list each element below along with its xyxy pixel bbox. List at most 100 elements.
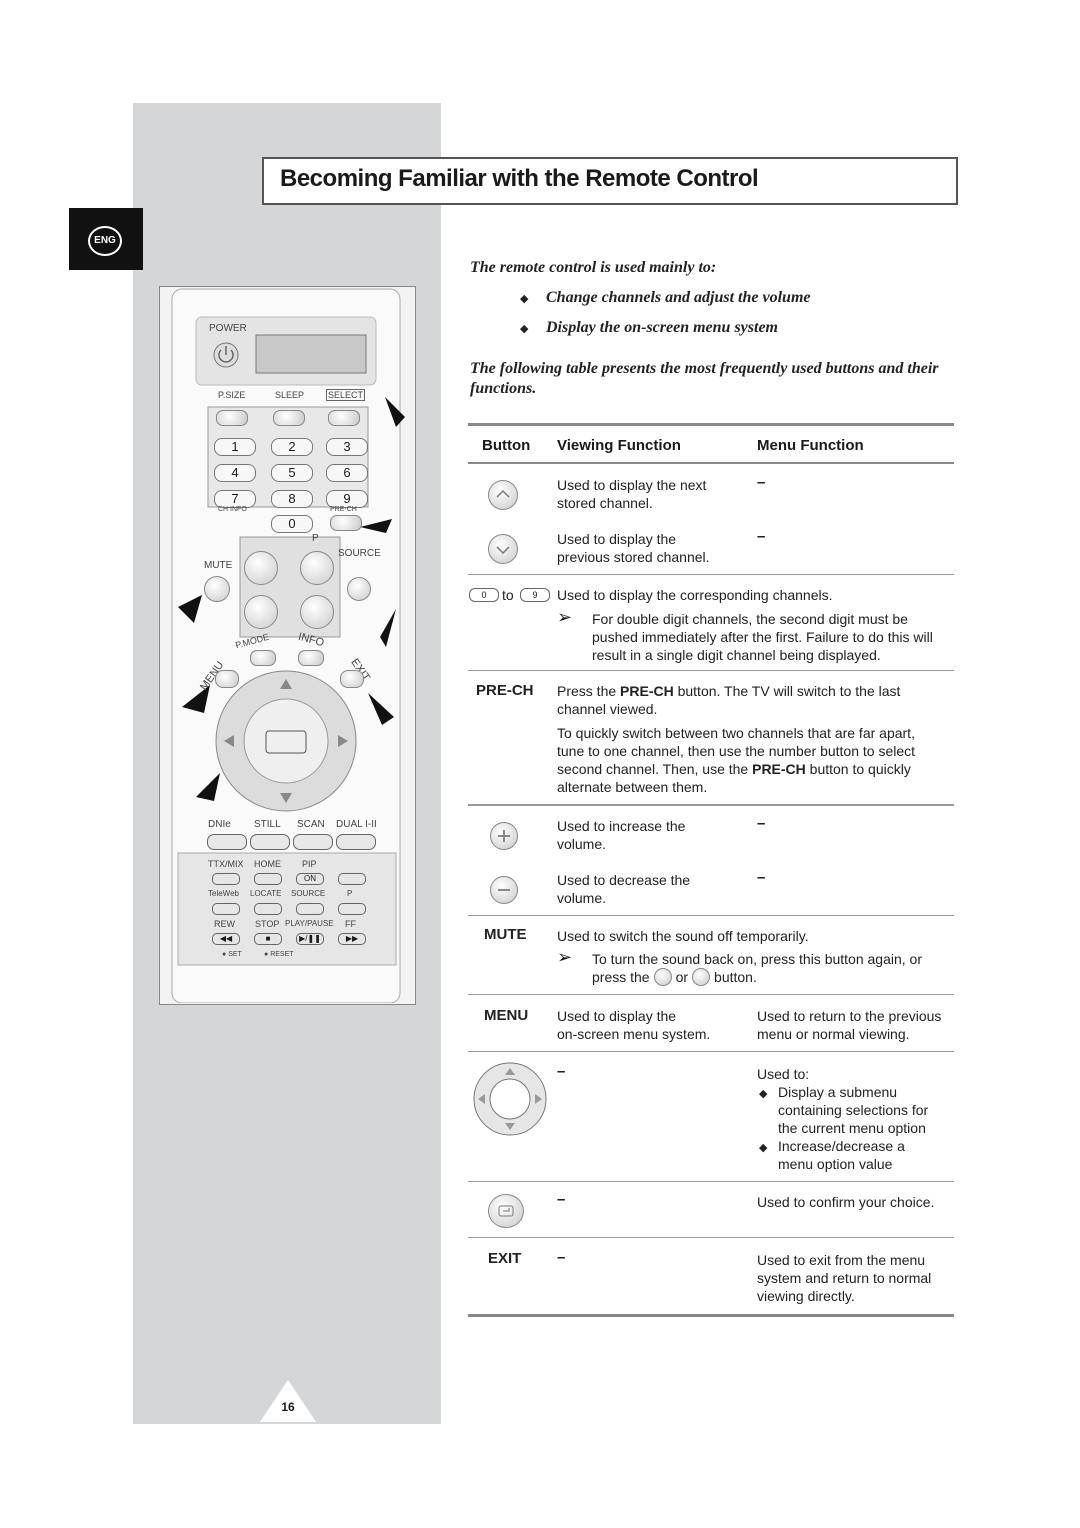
remote-p-label: P — [312, 533, 319, 544]
table-intro: The following table presents the most fr… — [470, 360, 939, 397]
row-rule — [468, 574, 954, 575]
remote-channel-up-button — [300, 551, 334, 585]
remote-select-button — [328, 410, 360, 426]
enter-menu: Used to confirm your choice. — [757, 1194, 935, 1210]
digit-0-key-icon: 0 — [469, 588, 499, 602]
remote-ttx-label: TTX/MIX — [208, 859, 244, 869]
remote-rew-label: REW — [214, 919, 235, 929]
remote-stop-label: STOP — [255, 919, 280, 929]
remote-digit-key: 6 — [326, 464, 368, 482]
arrows-menu-item: Increase/decrease a menu option value — [778, 1138, 905, 1172]
arrows-menu-lead: Used to: — [757, 1066, 810, 1082]
prech-view-1: Press the PRE-CH button. The TV will swi… — [557, 683, 901, 717]
volume-up-icon — [490, 822, 518, 850]
remote-p-up-button — [338, 873, 366, 885]
enter-view: – — [557, 1191, 566, 1208]
remote-pip-label: PIP — [302, 859, 317, 869]
remote-teleweb-button — [212, 903, 240, 915]
volume-up-small-icon — [653, 968, 672, 986]
remote-select-label: SELECT — [326, 389, 366, 401]
table-bottom-rule — [468, 1314, 954, 1317]
remote-tt-p-label: P — [347, 889, 353, 898]
remote-locate-label: LOCATE — [250, 889, 282, 898]
digits-view: Used to display the corresponding channe… — [557, 587, 833, 603]
remote-psize-button — [216, 410, 248, 426]
remote-digit-key: 1 — [214, 438, 256, 456]
remote-p-down-button — [338, 903, 366, 915]
stop-icon: ■ — [254, 933, 282, 945]
ch-up-menu: – — [757, 474, 766, 491]
remote-still-label: STILL — [254, 819, 281, 830]
volume-down-icon — [490, 876, 518, 904]
remote-pip-on-button: ON — [296, 873, 324, 885]
diamond-bullet-icon: ◆ — [520, 293, 529, 305]
row-rule — [468, 915, 954, 916]
page-number: 16 — [281, 1400, 295, 1414]
remote-digit-key: 8 — [271, 490, 313, 508]
enter-key-icon — [488, 1194, 524, 1228]
menu-button-label: MENU — [484, 1007, 529, 1024]
mute-note: To turn the sound back on, press this bu… — [592, 951, 922, 986]
remote-digit-key: 7 — [214, 490, 256, 508]
remote-chinfo-label: CH INFO — [218, 506, 247, 513]
intro-bullet: Display the on-screen menu system — [546, 319, 778, 336]
volume-down-small-icon — [692, 968, 711, 986]
remote-info-button — [298, 650, 324, 666]
remote-volume-down-button — [244, 595, 278, 629]
remote-reset-label: ● RESET — [264, 951, 294, 958]
remote-digit-key: 3 — [326, 438, 368, 456]
table-top-rule — [468, 423, 954, 426]
remote-ff-label: FF — [345, 919, 356, 929]
remote-locate-button — [254, 903, 282, 915]
remote-home-label: HOME — [254, 859, 281, 869]
fast-forward-icon: ▶▶ — [338, 933, 366, 945]
digits-note: For double digit channels, the second di… — [592, 611, 933, 663]
remote-tt-source-button — [296, 903, 324, 915]
remote-prech-button — [330, 515, 362, 531]
remote-dual-button — [336, 834, 376, 850]
remote-source-button — [347, 577, 371, 601]
title-box — [262, 157, 958, 205]
diamond-bullet-icon: ◆ — [520, 323, 529, 335]
remote-digit-key: 2 — [271, 438, 313, 456]
arrows-menu-item: Display a submenu containing selections … — [778, 1084, 929, 1136]
digits-to-word: to — [502, 587, 514, 603]
remote-digit-key: 5 — [271, 464, 313, 482]
page-number-marker — [260, 1380, 316, 1422]
exit-view: – — [557, 1249, 566, 1266]
diamond-bullet-icon: ◆ — [759, 1088, 768, 1100]
direction-pad-icon — [473, 1062, 547, 1136]
remote-ttx-button — [212, 873, 240, 885]
remote-tt-source-label: SOURCE — [291, 889, 326, 898]
mute-view: Used to switch the sound off temporarily… — [557, 928, 809, 944]
vol-up-menu: – — [757, 815, 766, 832]
rewind-icon: ◀◀ — [212, 933, 240, 945]
remote-dnie-button — [207, 834, 247, 850]
row-rule — [468, 994, 954, 995]
col-header-viewing: Viewing Function — [557, 437, 681, 454]
remote-sleep-label: SLEEP — [275, 390, 305, 400]
intro-lead: The remote control is used mainly to: — [470, 259, 717, 276]
remote-scan-button — [293, 834, 333, 850]
remote-playpause-label: PLAY/PAUSE — [285, 919, 334, 928]
remote-volume-up-button — [244, 551, 278, 585]
remote-channel-down-button — [300, 595, 334, 629]
col-header-button: Button — [482, 437, 531, 454]
remote-home-button — [254, 873, 282, 885]
prech-view-2: To quickly switch between two channels t… — [557, 725, 916, 795]
remote-source-label: SOURCE — [338, 548, 381, 559]
remote-set-label: ● SET — [222, 951, 242, 958]
row-rule — [468, 1181, 954, 1182]
prech-button-label: PRE-CH — [476, 682, 534, 699]
row-rule — [468, 1237, 954, 1238]
remote-digit-key: 4 — [214, 464, 256, 482]
arrows-view: – — [557, 1063, 566, 1080]
exit-button-label: EXIT — [488, 1250, 522, 1267]
remote-dnie-label: DNIe — [208, 819, 231, 830]
digit-9-key-icon: 9 — [520, 588, 550, 602]
